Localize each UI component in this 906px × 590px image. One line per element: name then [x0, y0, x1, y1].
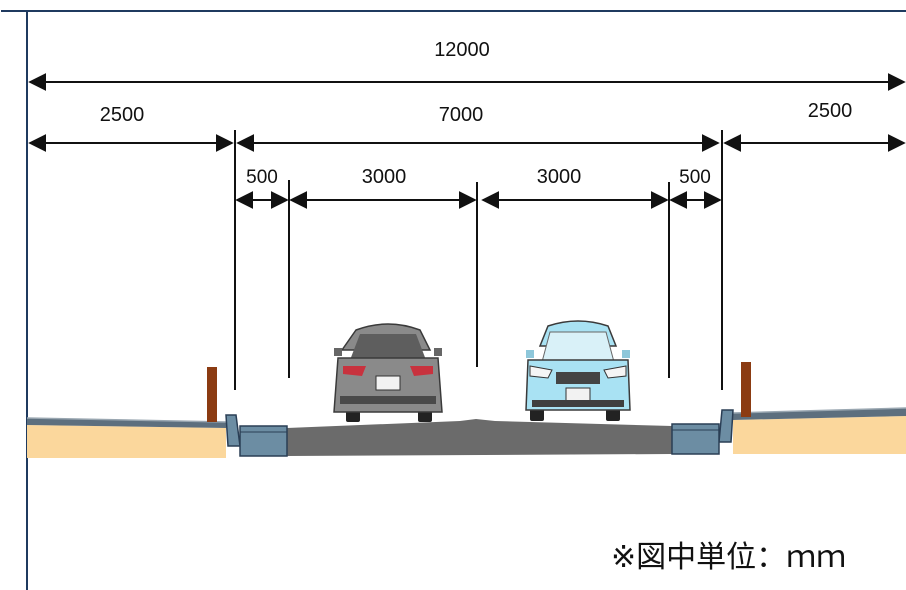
dimension-row-2: 2500 7000 2500 — [28, 100, 906, 152]
label-lane-right: 3000 — [537, 166, 582, 188]
car-left-rear — [333, 323, 443, 422]
frame — [1, 10, 906, 590]
curb-left — [225, 414, 288, 457]
label-shoulder-left: 500 — [246, 167, 278, 188]
sidewalk-left — [26, 367, 227, 458]
label-sidewalk-right: 2500 — [808, 100, 853, 122]
unit-note: ※図中単位：ｍｍ — [611, 540, 846, 575]
car-right-front — [525, 320, 631, 421]
curb-right — [671, 409, 734, 455]
road-surface — [287, 419, 672, 456]
label-sidewalk-left: 2500 — [100, 104, 145, 126]
post-left — [207, 367, 217, 422]
label-shoulder-right: 500 — [679, 167, 711, 188]
label-lane-left: 3000 — [362, 166, 407, 188]
dimension-total: 12000 — [28, 39, 906, 91]
sidewalk-right — [732, 362, 906, 454]
label-12000: 12000 — [434, 39, 490, 61]
dimension-row-3: 500 3000 3000 500 — [235, 166, 722, 209]
extension-lines — [234, 130, 723, 390]
post-right — [741, 362, 751, 417]
label-carriageway: 7000 — [439, 104, 484, 126]
